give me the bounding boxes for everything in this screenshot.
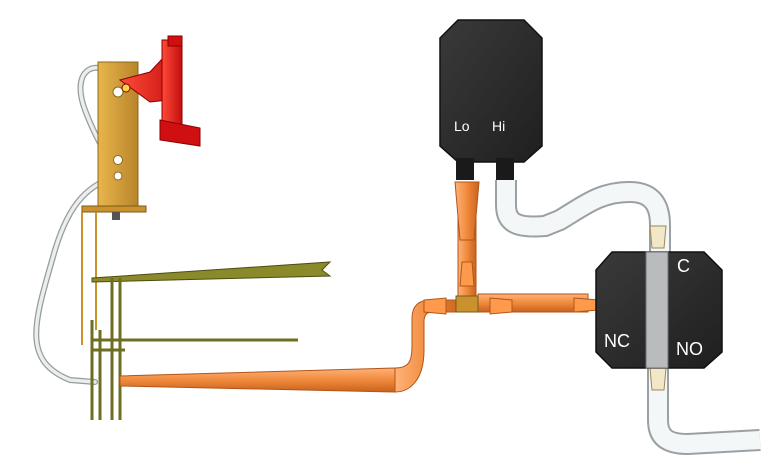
lo-port-label: Lo (454, 118, 470, 134)
hi-port-label: Hi (492, 118, 505, 134)
orange-tubing (119, 181, 599, 393)
common-port-label: C (677, 256, 690, 276)
valve-spool (645, 251, 669, 369)
tee-fitting (455, 295, 479, 313)
normally-closed-port-label: NC (604, 331, 630, 351)
red-nozzle (118, 35, 201, 147)
base-plate (81, 205, 147, 213)
mount-assembly (33, 35, 332, 420)
clear-tubing (495, 180, 761, 456)
pressure-sensor: Lo Hi (439, 19, 543, 180)
normally-open-port-label: NO (676, 339, 703, 359)
three-way-valve: C NC NO (595, 251, 723, 369)
support-rods (90, 278, 298, 420)
wedge-blade (91, 261, 332, 283)
